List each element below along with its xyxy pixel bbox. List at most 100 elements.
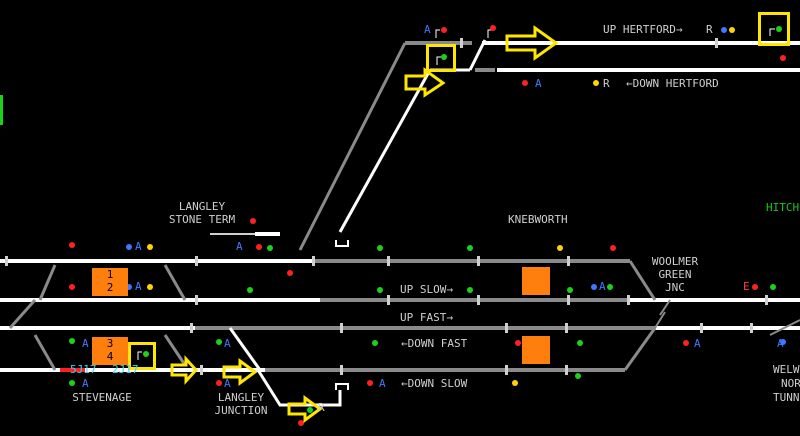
signal-berth-2j17[interactable] bbox=[137, 351, 149, 360]
route-arrow-stevenage-2 bbox=[222, 358, 258, 386]
signal-up-hertford-r[interactable] bbox=[721, 27, 735, 33]
signal-us-east[interactable] bbox=[770, 284, 776, 290]
block-section-3-4[interactable]: 3 4 bbox=[92, 337, 128, 365]
label-up-fast: UP FAST→ bbox=[400, 311, 453, 324]
signal-up-hertford-west[interactable] bbox=[435, 27, 447, 38]
signal-us-e[interactable] bbox=[752, 284, 758, 290]
signal-hertford-loop[interactable] bbox=[436, 54, 447, 65]
label-langley-junction-1: LANGLEY bbox=[217, 391, 265, 404]
signal-df-6[interactable] bbox=[683, 340, 689, 346]
signal-df-2[interactable] bbox=[216, 339, 222, 345]
label-up-slow: UP SLOW→ bbox=[400, 283, 453, 296]
track-joints bbox=[5, 38, 768, 375]
signal-df-4[interactable] bbox=[515, 340, 521, 346]
label-a-st1: A bbox=[82, 337, 89, 350]
signal-df-1[interactable] bbox=[69, 338, 75, 344]
signal-ds-2[interactable] bbox=[216, 380, 222, 386]
track-diag-10 bbox=[654, 311, 666, 329]
label-welw-1: WELW bbox=[773, 363, 800, 376]
label-r-down-hertford: R bbox=[603, 77, 610, 90]
label-a-top: A bbox=[424, 23, 431, 36]
block-label-1: 1 bbox=[106, 268, 114, 281]
track-langley-junction-buffer bbox=[335, 383, 349, 390]
signal-lj-branch[interactable] bbox=[298, 420, 304, 426]
signal-df-3[interactable] bbox=[372, 340, 378, 346]
route-arrow-langley-junction bbox=[287, 395, 323, 423]
label-r-bottom: R bbox=[318, 401, 325, 414]
signal-kneb-2[interactable] bbox=[467, 245, 473, 251]
edge-green-marker bbox=[0, 95, 3, 125]
signal-ds-5[interactable] bbox=[575, 373, 581, 379]
signal-us-5[interactable] bbox=[591, 284, 613, 290]
berth-5j17[interactable]: 5J17 bbox=[70, 363, 97, 376]
signal-langley-stone-stop[interactable] bbox=[250, 218, 256, 224]
track-diag-3 bbox=[8, 299, 37, 329]
track-east-branch bbox=[769, 319, 800, 336]
label-a-ls2: A bbox=[236, 240, 243, 253]
label-r-top: R bbox=[706, 23, 713, 36]
block-knebworth-down[interactable] bbox=[522, 336, 550, 364]
track-diag-2 bbox=[163, 264, 187, 301]
highlight-2j17-signal bbox=[128, 342, 156, 370]
track-diag-6 bbox=[228, 327, 262, 371]
label-welw-2: NOR bbox=[781, 377, 800, 390]
signal-down-hertford-exit[interactable] bbox=[780, 55, 786, 61]
signal-ls-row1-west[interactable] bbox=[69, 242, 75, 248]
block-label-4: 4 bbox=[106, 350, 114, 363]
label-woolmer-2: GREEN bbox=[658, 268, 692, 281]
signal-df-5[interactable] bbox=[577, 340, 583, 346]
signal-lj-r[interactable] bbox=[307, 407, 313, 413]
route-arrow-hertford-loop bbox=[404, 67, 446, 98]
label-e-woolmer: E bbox=[743, 280, 750, 293]
label-stevenage: STEVENAGE bbox=[72, 391, 132, 404]
block-knebworth-up[interactable] bbox=[522, 267, 550, 295]
signal-ds-1[interactable] bbox=[69, 380, 75, 386]
label-a-df: A bbox=[379, 377, 386, 390]
signal-ls-row1-a[interactable] bbox=[126, 244, 153, 250]
berth-2j17[interactable]: 2J17 bbox=[112, 363, 139, 376]
track-hertford-loop-grey bbox=[298, 42, 407, 251]
signal-ls-row1-dn[interactable] bbox=[287, 270, 293, 276]
track-stub-buffer bbox=[335, 240, 349, 247]
label-a-east: A bbox=[777, 337, 784, 350]
signal-df-7[interactable] bbox=[780, 339, 786, 345]
label-knebworth: KNEBWORTH bbox=[508, 213, 568, 226]
label-a-down-hertford: A bbox=[535, 77, 542, 90]
label-langley-stone-2: STONE TERM bbox=[168, 213, 236, 226]
signal-us-west[interactable] bbox=[69, 284, 75, 290]
signal-ls-row1-green[interactable] bbox=[267, 245, 273, 251]
signal-down-hertford-a[interactable] bbox=[522, 80, 528, 86]
block-label-2: 2 bbox=[106, 281, 114, 294]
highlight-hertford-loop-signal bbox=[426, 44, 456, 72]
signal-us-2[interactable] bbox=[377, 287, 383, 293]
signal-kneb-4[interactable] bbox=[610, 245, 616, 251]
route-arrow-up-hertford bbox=[505, 25, 559, 61]
label-woolmer-3: JNC bbox=[665, 281, 685, 294]
signal-kneb-3[interactable] bbox=[557, 245, 563, 251]
track-diag-5 bbox=[163, 334, 187, 366]
track-diag-1 bbox=[38, 264, 57, 301]
label-hitch: HITCH bbox=[766, 201, 800, 214]
label-a-wg1: A bbox=[599, 280, 606, 293]
label-a-ls3: A bbox=[135, 280, 142, 293]
signal-up-hertford-shunt[interactable] bbox=[487, 25, 496, 38]
signal-ds-3[interactable] bbox=[367, 380, 373, 386]
signal-us-1[interactable] bbox=[247, 287, 253, 293]
signal-us-4[interactable] bbox=[567, 287, 573, 293]
label-a-st2: A bbox=[82, 377, 89, 390]
label-up-hertford: UP HERTFORD→ bbox=[603, 23, 683, 36]
signal-ds-4[interactable] bbox=[512, 380, 518, 386]
highlight-up-hertford-signal bbox=[758, 12, 790, 46]
label-a-woolmer-df: A bbox=[694, 337, 701, 350]
signal-down-hertford-r[interactable] bbox=[593, 80, 599, 86]
route-arrow-stevenage-1 bbox=[170, 355, 199, 385]
track-diag-7 bbox=[628, 260, 657, 301]
signal-kneb-1[interactable] bbox=[377, 245, 383, 251]
label-down-fast: ←DOWN FAST bbox=[401, 337, 468, 350]
signal-up-hertford-east[interactable] bbox=[769, 26, 782, 36]
signal-ls-row1-b[interactable] bbox=[256, 244, 262, 250]
block-section-1-2[interactable]: 1 2 bbox=[92, 268, 128, 296]
signal-us-3[interactable] bbox=[467, 287, 473, 293]
label-woolmer-1: WOOLMER bbox=[651, 255, 699, 268]
